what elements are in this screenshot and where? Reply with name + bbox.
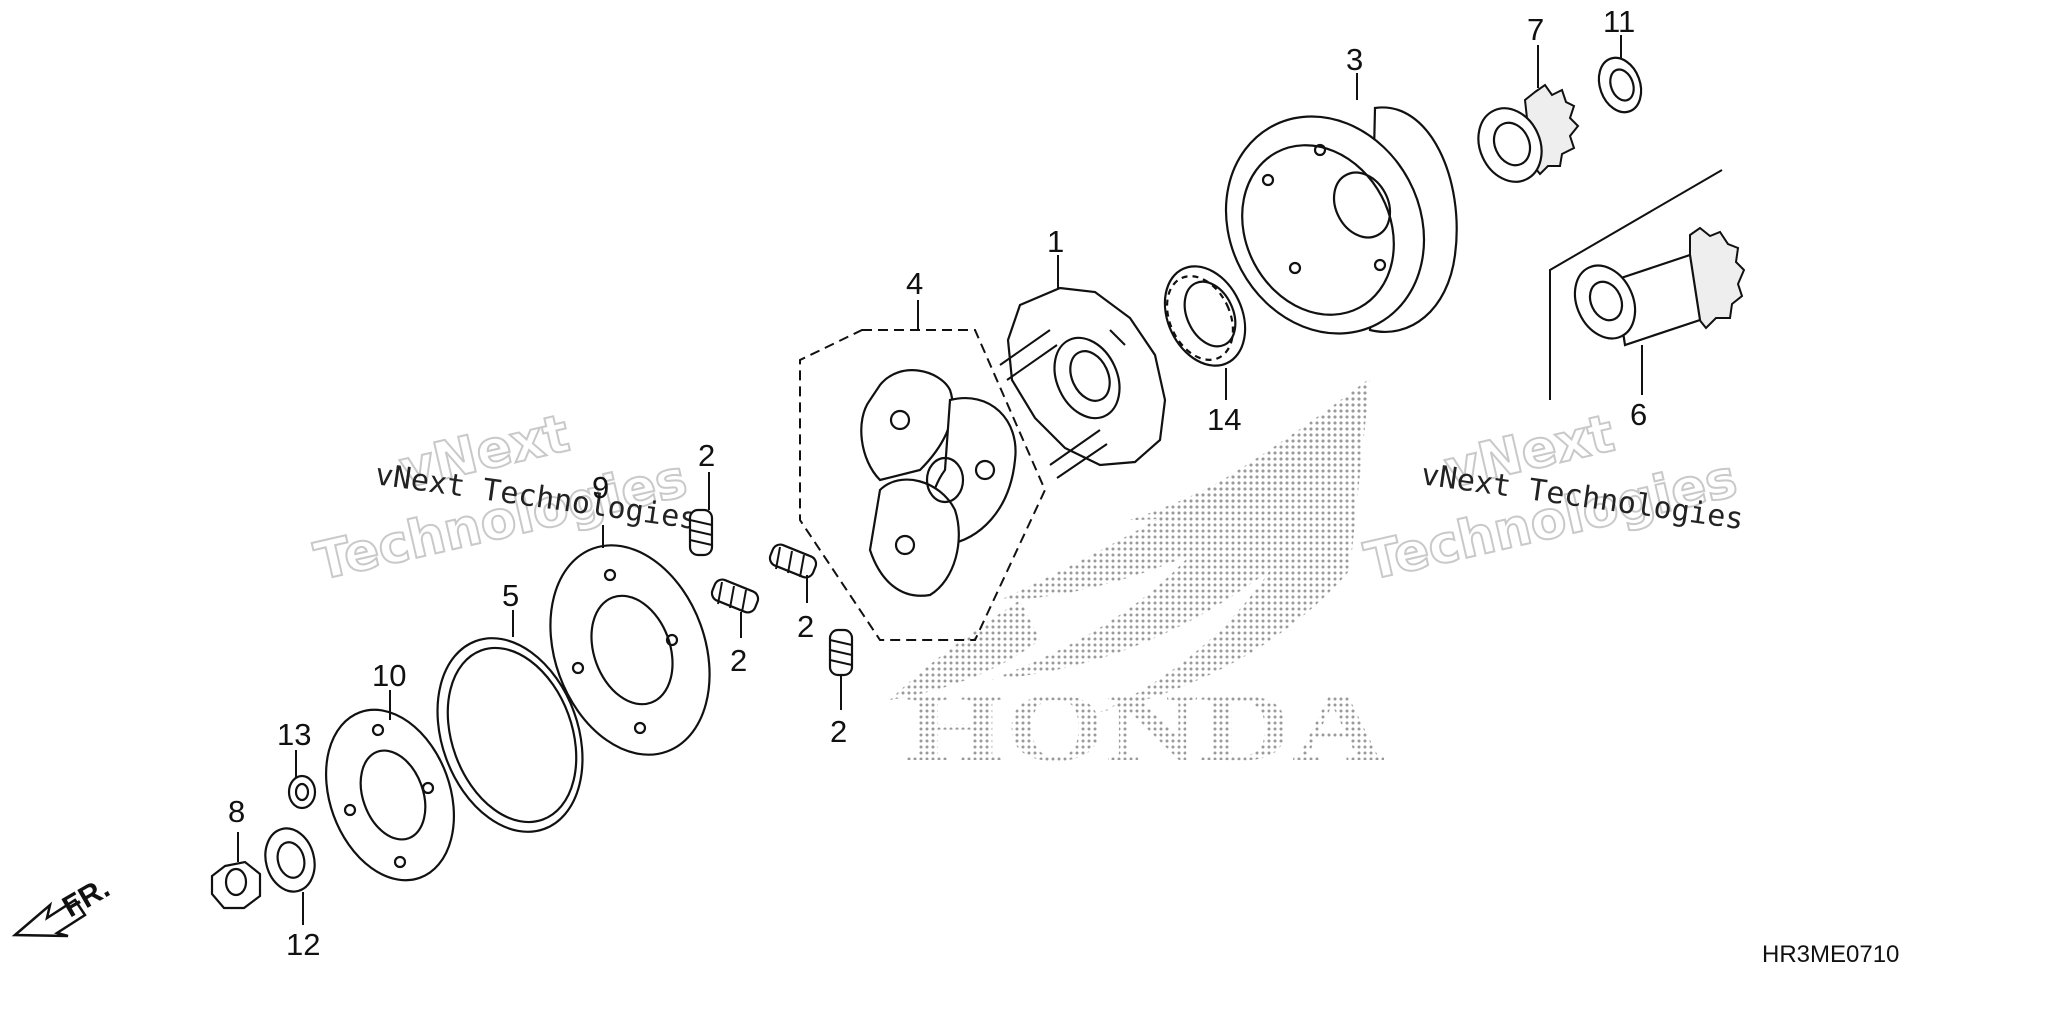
watermark-right: vNext Technologies vNext Technologies bbox=[1358, 403, 1745, 594]
callout-4: 4 bbox=[906, 266, 923, 301]
washer-front bbox=[264, 827, 316, 893]
callout-2a: 2 bbox=[698, 438, 715, 473]
callout-2d: 2 bbox=[830, 714, 847, 749]
part-callouts: 1 2 2 2 2 3 4 5 6 7 8 9 10 11 12 13 14 bbox=[228, 4, 1647, 962]
brand-text: HONDA bbox=[905, 674, 1385, 782]
clutch-plate bbox=[549, 544, 711, 756]
drive-plate bbox=[999, 286, 1167, 479]
callout-8: 8 bbox=[228, 794, 245, 829]
callout-6: 6 bbox=[1630, 397, 1647, 432]
diagram-code: HR3ME0710 bbox=[1762, 941, 1899, 968]
callout-2c: 2 bbox=[797, 609, 814, 644]
leader-lines bbox=[237, 35, 1643, 925]
honda-wing-logo: HONDA bbox=[890, 378, 1385, 782]
callout-7: 7 bbox=[1527, 12, 1544, 47]
callout-14: 14 bbox=[1207, 402, 1241, 437]
washer-rear bbox=[1597, 56, 1643, 114]
clutch-ring bbox=[436, 637, 584, 833]
callout-5: 5 bbox=[502, 578, 519, 613]
callout-13: 13 bbox=[277, 717, 311, 752]
front-direction-indicator: FR. bbox=[11, 871, 115, 938]
callout-3: 3 bbox=[1346, 42, 1363, 77]
small-nut bbox=[287, 774, 317, 810]
callout-9: 9 bbox=[592, 470, 609, 505]
alternate-gear-inset bbox=[1549, 169, 1746, 400]
callout-11: 11 bbox=[1603, 4, 1635, 39]
callout-1: 1 bbox=[1047, 224, 1064, 259]
hex-nut bbox=[210, 860, 262, 910]
clutch-outer-drum bbox=[1224, 106, 1458, 335]
primary-drive-gear bbox=[1477, 83, 1580, 183]
front-arrow-icon bbox=[11, 898, 87, 938]
clutch-weight-assembly bbox=[799, 329, 1047, 641]
callout-10: 10 bbox=[372, 658, 406, 693]
one-way-clutch bbox=[1163, 265, 1247, 367]
callout-12: 12 bbox=[286, 927, 320, 962]
clutch-springs bbox=[688, 508, 854, 677]
callout-2b: 2 bbox=[730, 643, 747, 678]
lifter-plate bbox=[324, 708, 456, 882]
